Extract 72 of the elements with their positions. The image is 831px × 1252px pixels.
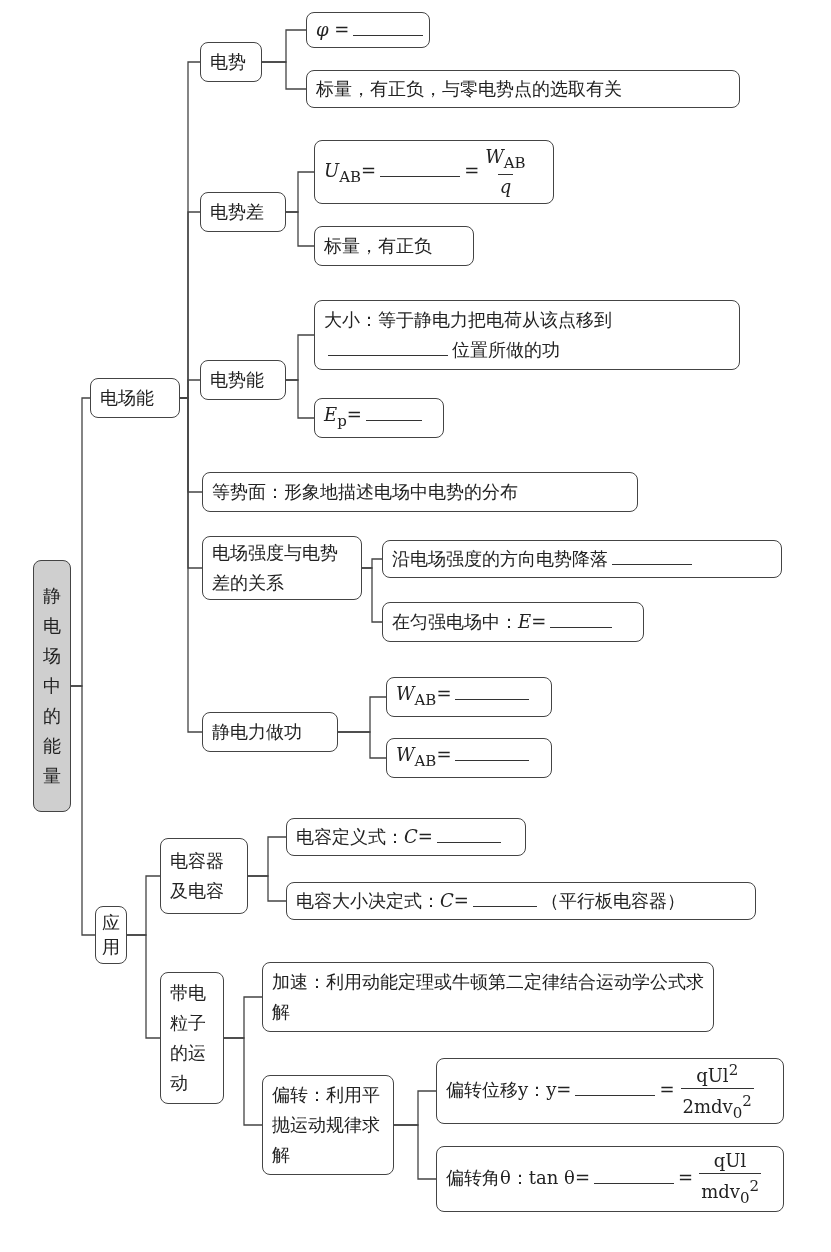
topic-text: U$_{AB}$= — [324, 160, 377, 181]
numerator: qUl — [713, 1148, 747, 1173]
topic-box — [160, 972, 224, 1104]
connector-line — [361, 567, 383, 623]
topic-text: 静电场中的能量 — [42, 584, 62, 788]
topic-text: 电势差 — [210, 201, 264, 222]
topic-box — [314, 140, 554, 204]
connector-line — [393, 1124, 437, 1180]
topic-box — [160, 838, 248, 914]
topic-box — [90, 378, 180, 418]
topic-box — [200, 42, 262, 82]
topic-box — [286, 882, 756, 920]
topic-text: 电容定义式：C= — [296, 826, 433, 847]
connector-line — [261, 61, 307, 90]
topic-text: φ = — [316, 19, 350, 40]
topic-box — [314, 300, 740, 370]
topic-text: 电场能 — [100, 387, 154, 408]
topic-box — [200, 192, 286, 232]
numerator: W$_{AB}$ — [485, 144, 526, 174]
topic-box — [386, 738, 552, 778]
connector-line — [285, 379, 315, 419]
topic-text: 带电粒子的运动 — [170, 982, 206, 1093]
numerator: qUl$^{2}$ — [696, 1059, 739, 1088]
topic-box — [200, 360, 286, 400]
connector-line — [285, 211, 315, 247]
topic-box — [382, 602, 644, 642]
topic-box — [386, 677, 552, 717]
topic-text: 电势 — [210, 51, 246, 72]
connector-line — [70, 685, 96, 936]
topic-text: = — [464, 160, 480, 181]
topic-text: 偏转位移y：y= — [446, 1079, 572, 1100]
topic-text: 静电力做功 — [212, 721, 302, 742]
topic-box — [202, 536, 362, 600]
topic-text: 电势能 — [210, 369, 264, 390]
denominator: q — [497, 174, 514, 200]
topic-box — [33, 560, 71, 812]
topic-text: 电容器及电容 — [170, 850, 224, 901]
topic-box — [436, 1058, 784, 1124]
topic-text: （平行板电容器） — [540, 890, 685, 911]
topic-text: 偏转：利用平抛运动规律求解 — [272, 1084, 380, 1165]
topic-text: 标量，有正负 — [324, 235, 432, 256]
topic-box — [202, 472, 638, 512]
topic-text: W$_{AB}$= — [396, 744, 452, 766]
topic-text: 应用 — [101, 911, 121, 959]
topic-text: 在匀强电场中：E= — [392, 611, 547, 632]
topic-text: 电容大小决定式：C= — [296, 890, 469, 911]
topic-text: 标量，有正负，与零电势点的选取有关 — [316, 78, 622, 99]
topic-text: W$_{AB}$= — [396, 683, 452, 705]
topic-box — [314, 226, 474, 266]
connector-line — [247, 875, 287, 902]
topic-box — [262, 1075, 394, 1175]
topic-text: 电场强度与电势差的关系 — [212, 542, 338, 593]
topic-box — [202, 712, 338, 752]
connector-line — [223, 1037, 263, 1126]
connector-line — [337, 731, 387, 759]
topic-box — [382, 540, 782, 578]
topic-text: 沿电场强度的方向电势降落 — [392, 548, 608, 569]
topic-box — [436, 1146, 784, 1212]
topic-text: 加速：利用动能定理或牛顿第二定律结合运动学公式求解 — [272, 971, 704, 1022]
topic-box — [95, 906, 127, 964]
topic-text: 等势面：形象地描述电场中电势的分布 — [212, 481, 518, 502]
topic-text: 大小：等于静电力把电荷从该点移到 — [324, 309, 612, 330]
topic-box — [286, 818, 526, 856]
topic-box — [262, 962, 714, 1032]
topic-box — [306, 12, 430, 48]
connector-line — [126, 934, 161, 1039]
topic-box — [306, 70, 740, 108]
topic-box — [314, 398, 444, 438]
topic-text: 偏转角θ：tan θ= — [446, 1167, 591, 1188]
topic-text: = — [659, 1079, 675, 1100]
topic-text: 位置所做的功 — [452, 339, 560, 360]
topic-text: = — [678, 1167, 694, 1188]
